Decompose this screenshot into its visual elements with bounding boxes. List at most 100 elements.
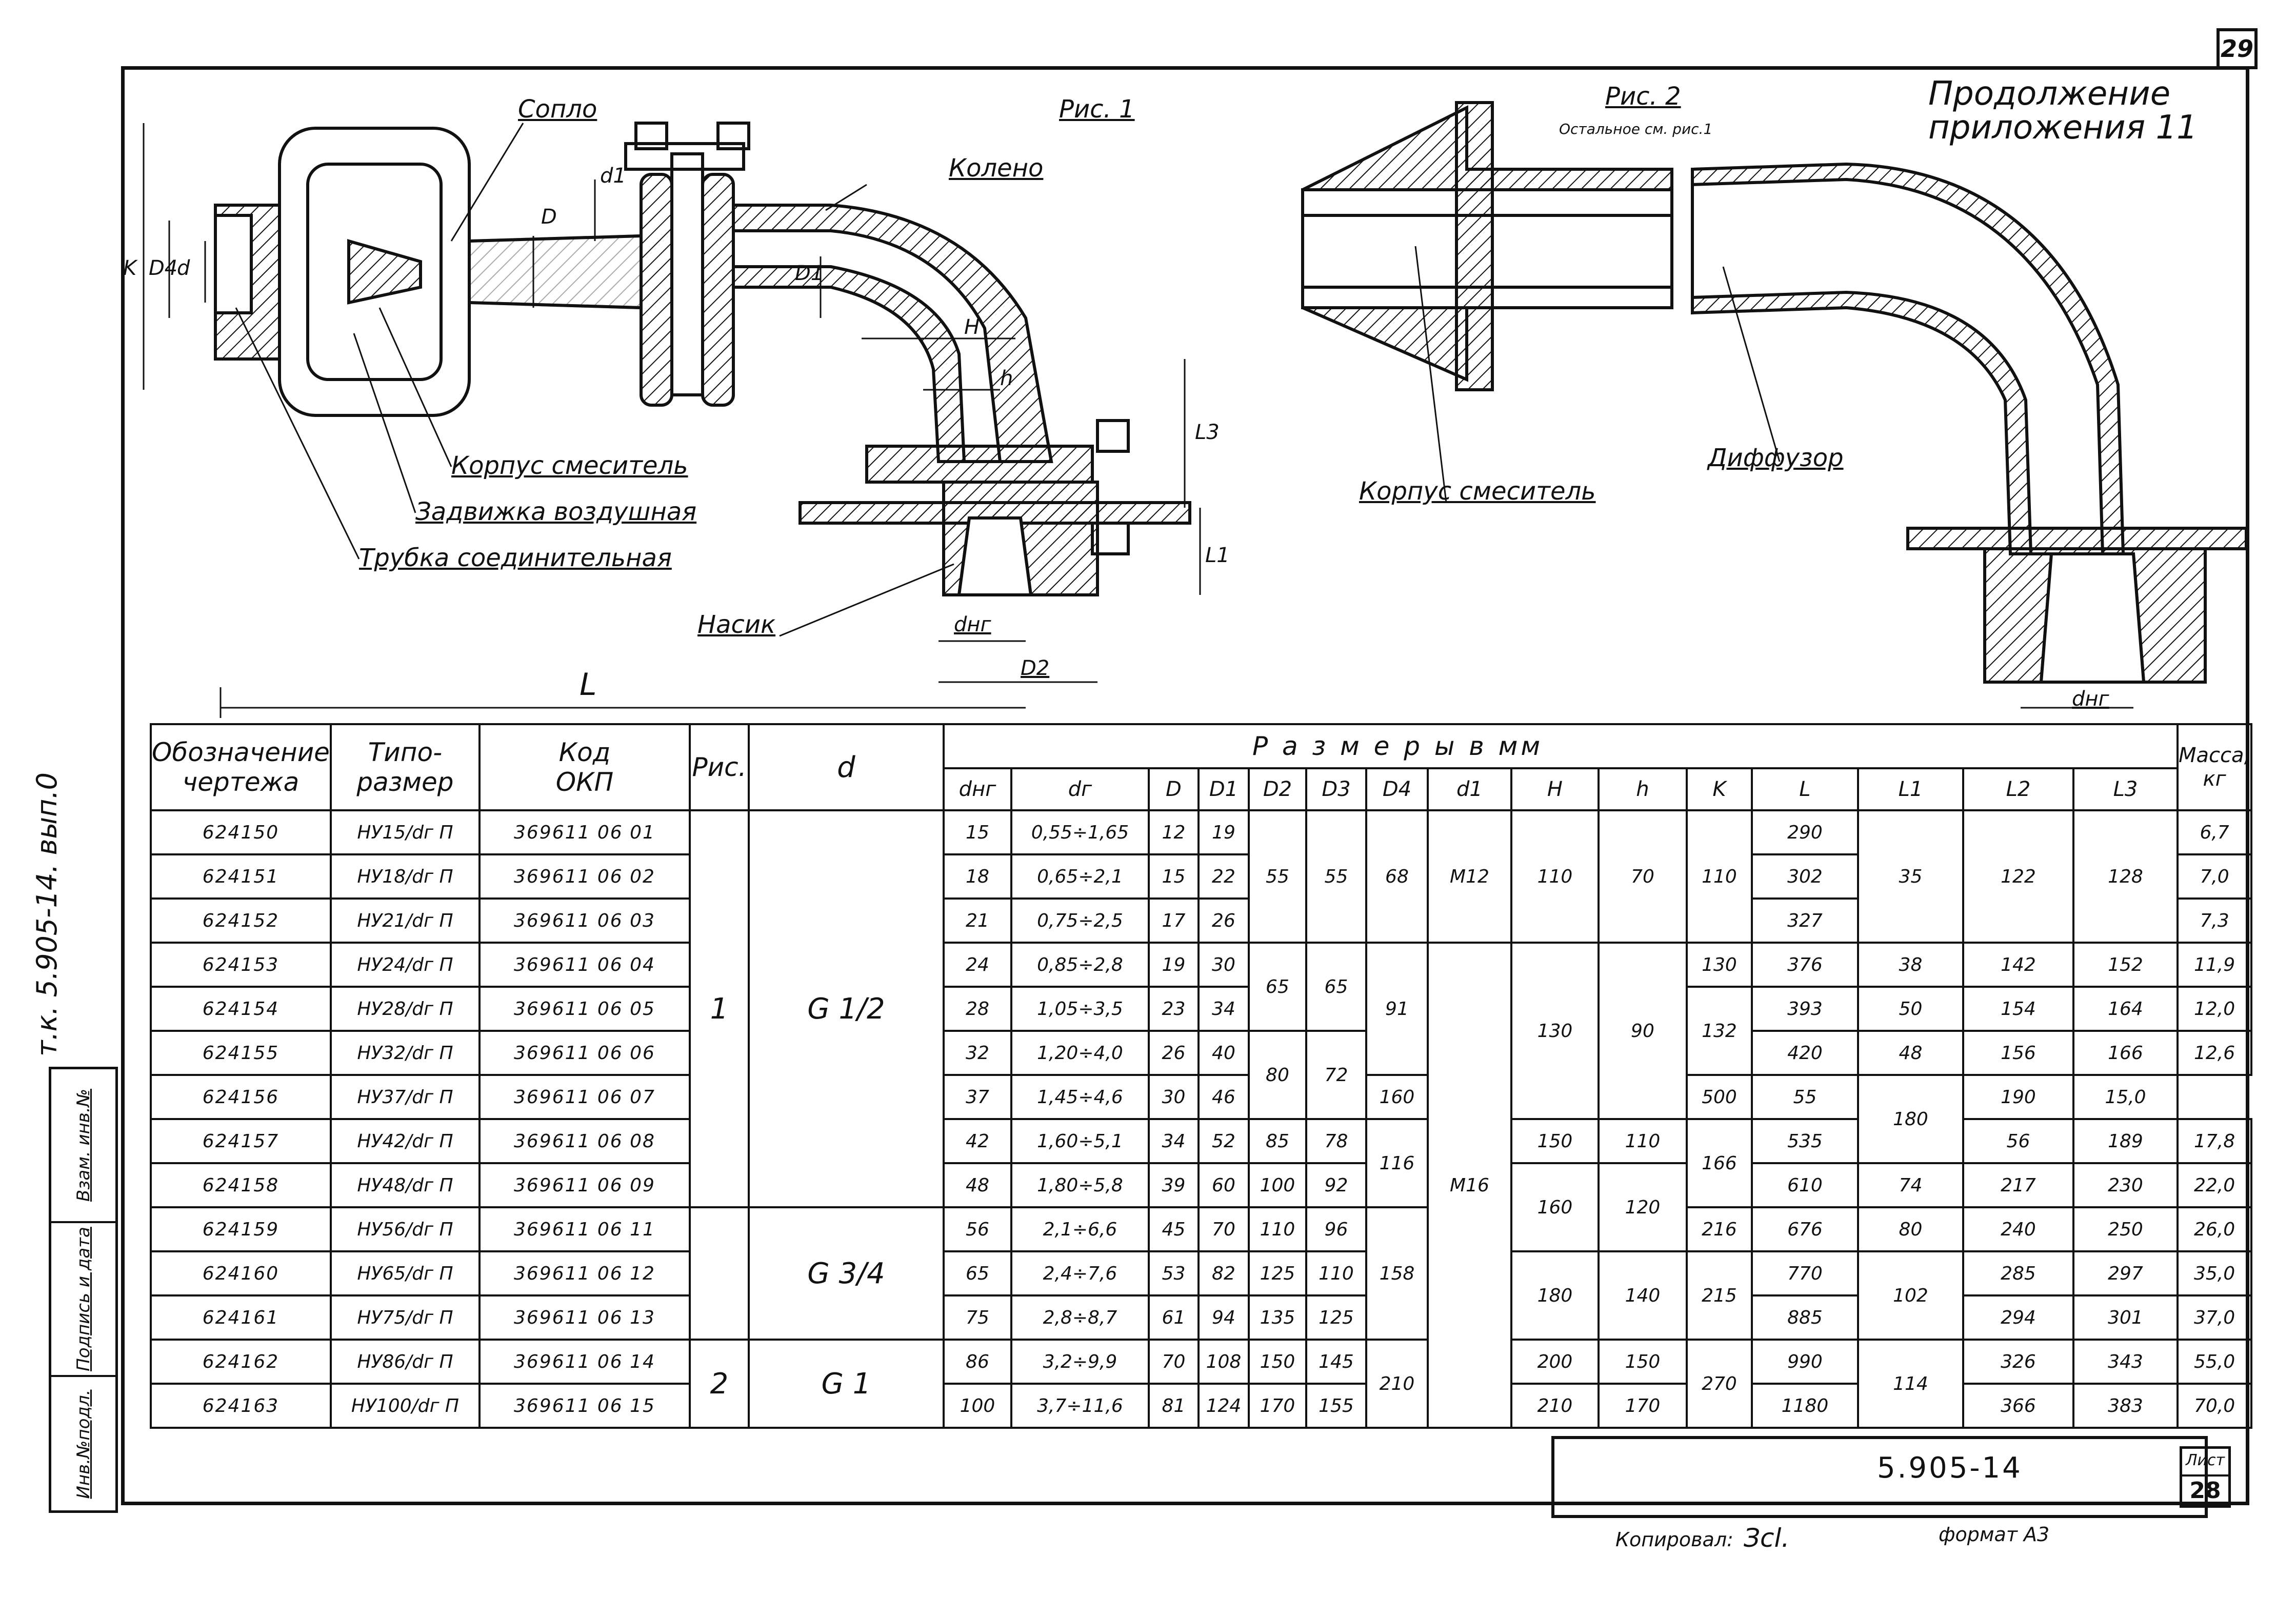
cell-L2: 122 bbox=[1962, 809, 2074, 944]
cell-fig bbox=[688, 1206, 750, 1341]
cell-D2: 65 bbox=[1247, 942, 1307, 1032]
cell-code: 369611 06 03 bbox=[478, 897, 691, 944]
dim-H: H bbox=[964, 315, 980, 339]
format-label: формат А3 bbox=[1939, 1523, 2050, 1546]
cell-L2: 217 bbox=[1962, 1162, 2074, 1208]
cell-D1: 82 bbox=[1197, 1250, 1250, 1296]
cell-dng: 86 bbox=[942, 1339, 1012, 1385]
cell-L2: 240 bbox=[1962, 1206, 2074, 1252]
cell-d1: М12 bbox=[1426, 809, 1512, 944]
cell-dng: 100 bbox=[942, 1383, 1012, 1429]
cell-D2: 125 bbox=[1247, 1250, 1307, 1296]
cell-dng: 32 bbox=[942, 1030, 1012, 1076]
header-dims-group: Р а з м е р ы в мм bbox=[942, 723, 2179, 769]
cell-K: 160 bbox=[1365, 1074, 1429, 1120]
cell-type: НУ56/dг П bbox=[329, 1206, 481, 1252]
cell-code: 369611 06 12 bbox=[478, 1250, 691, 1296]
cell-dng: 21 bbox=[942, 897, 1012, 944]
cell-dg: 1,20÷4,0 bbox=[1010, 1030, 1150, 1076]
subheader-D4: D4 bbox=[1365, 767, 1429, 811]
cell-D: 17 bbox=[1147, 897, 1200, 944]
cell-type: НУ42/dг П bbox=[329, 1118, 481, 1164]
fig2-caption: Рис. 2 bbox=[1605, 82, 1681, 111]
cell-dg: 2,4÷7,6 bbox=[1010, 1250, 1150, 1296]
cell-dng: 15 bbox=[942, 809, 1012, 855]
cell-h: 140 bbox=[1597, 1250, 1688, 1341]
cell-D: 26 bbox=[1147, 1030, 1200, 1076]
cell-L2: 156 bbox=[1962, 1030, 2074, 1076]
cell-type: НУ37/dг П bbox=[329, 1074, 481, 1120]
table-row: 624154 НУ28/dг П 369611 06 05 28 1,05÷3,… bbox=[150, 986, 2253, 1076]
table-row: 624151 НУ18/dг П 369611 06 02 18 0,65÷2,… bbox=[150, 853, 2253, 900]
cell-H: 130 bbox=[1510, 942, 1600, 1120]
cell-D3: 96 bbox=[1305, 1206, 1367, 1252]
cell-code: 369611 06 15 bbox=[478, 1383, 691, 1429]
cell-L3: 297 bbox=[2072, 1250, 2179, 1296]
cell-designation: 624161 bbox=[150, 1294, 332, 1341]
top-sheet-number: 29 bbox=[2217, 28, 2258, 69]
cell-L2: 154 bbox=[1962, 986, 2074, 1032]
cell-code: 369611 06 11 bbox=[478, 1206, 691, 1252]
subheader-D2: D2 bbox=[1247, 767, 1307, 811]
label-soplo: Сопло bbox=[518, 95, 597, 124]
cell-designation: 624152 bbox=[150, 897, 332, 944]
cell-mass: 6,7 bbox=[2176, 809, 2253, 855]
dim-K: K bbox=[123, 256, 137, 280]
cell-H: 180 bbox=[1510, 1250, 1600, 1341]
cell-L: 376 bbox=[1750, 942, 1859, 988]
cell-mass: 22,0 bbox=[2176, 1162, 2253, 1208]
cell-type: НУ32/dг П bbox=[329, 1030, 481, 1076]
label-zadvizhka: Задвижка воздушная bbox=[415, 497, 697, 526]
cell-D1: 30 bbox=[1197, 942, 1250, 988]
cell-type: НУ75/dг П bbox=[329, 1294, 481, 1341]
cell-designation: 624153 bbox=[150, 942, 332, 988]
cell-type: НУ28/dг П bbox=[329, 986, 481, 1032]
cell-L3: 166 bbox=[2072, 1030, 2179, 1076]
cell-dg: 2,1÷6,6 bbox=[1010, 1206, 1150, 1252]
cell-D3: 78 bbox=[1305, 1118, 1367, 1164]
cell-H: 110 bbox=[1510, 809, 1600, 944]
cell-L2: 180 bbox=[1856, 1074, 1964, 1164]
cell-D: 39 bbox=[1147, 1162, 1200, 1208]
cell-L: 393 bbox=[1750, 986, 1859, 1032]
cell-L1: 102 bbox=[1856, 1250, 1964, 1341]
cell-L2: 326 bbox=[1962, 1339, 2074, 1385]
subheader-d1: d1 bbox=[1426, 767, 1512, 811]
cell-dg: 0,55÷1,65 bbox=[1010, 809, 1150, 855]
cell-K: 215 bbox=[1685, 1250, 1753, 1341]
cell-K: 166 bbox=[1685, 1118, 1753, 1208]
cell-K: 132 bbox=[1685, 986, 1753, 1076]
dim-h: h bbox=[1000, 367, 1013, 390]
cell-L3: 190 bbox=[1962, 1074, 2074, 1120]
cell-D1: 52 bbox=[1197, 1118, 1250, 1164]
cell-L3: 189 bbox=[2072, 1118, 2179, 1164]
subheader-h: h bbox=[1597, 767, 1688, 811]
cell-H: 210 bbox=[1510, 1383, 1600, 1429]
cell-D1: 22 bbox=[1197, 853, 1250, 900]
cell-D3: 110 bbox=[1305, 1250, 1367, 1296]
dim-D2: D2 bbox=[1021, 656, 1050, 680]
subheader-L: L bbox=[1750, 767, 1859, 811]
cell-D1: 40 bbox=[1197, 1030, 1250, 1076]
cell-type: НУ100/dг П bbox=[329, 1383, 481, 1429]
title-block bbox=[1551, 1436, 2208, 1518]
cell-D1: 108 bbox=[1197, 1339, 1250, 1385]
subheader-dg: dг bbox=[1010, 767, 1150, 811]
table-row: 624150 НУ15/dг П 369611 06 01 1 G 1/2 15… bbox=[150, 809, 2253, 1208]
cell-h: 90 bbox=[1597, 942, 1688, 1120]
cell-designation: 624157 bbox=[150, 1118, 332, 1164]
cell-D4: 68 bbox=[1365, 809, 1429, 944]
cell-L: 500 bbox=[1685, 1074, 1753, 1120]
cell-L2: 142 bbox=[1962, 942, 2074, 988]
cell-L1: 48 bbox=[1856, 1030, 1964, 1076]
cell-L3: 250 bbox=[2072, 1206, 2179, 1252]
table-row: 624157 НУ42/dг П 369611 06 08 42 1,60÷5,… bbox=[150, 1118, 2253, 1208]
cell-type: НУ65/dг П bbox=[329, 1250, 481, 1296]
cell-dg: 3,7÷11,6 bbox=[1010, 1383, 1150, 1429]
cell-designation: 624162 bbox=[150, 1339, 332, 1385]
subheader-D: D bbox=[1147, 767, 1200, 811]
subheader-L2: L2 bbox=[1962, 767, 2074, 811]
cell-D2: 135 bbox=[1247, 1294, 1307, 1341]
fig2-note: Остальное см. рис.1 bbox=[1559, 121, 1713, 137]
